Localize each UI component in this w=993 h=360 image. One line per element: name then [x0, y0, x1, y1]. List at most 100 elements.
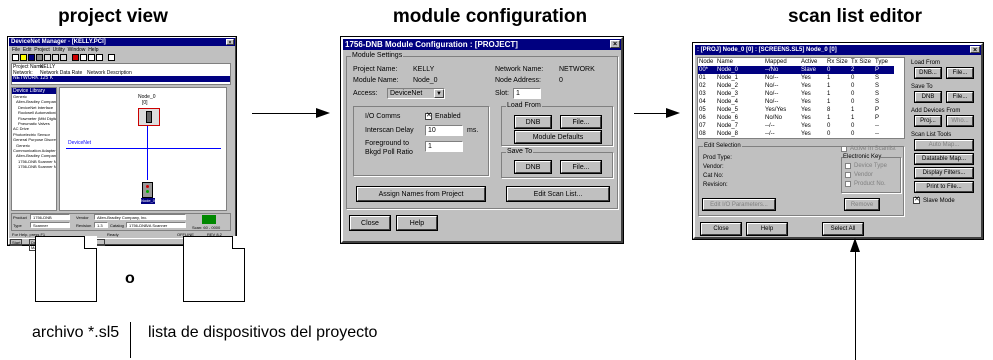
- col-node[interactable]: Node: [699, 59, 714, 65]
- table-cell: 1: [827, 91, 831, 97]
- tree-item[interactable]: General Purpose Discrete: [13, 137, 57, 143]
- scan-list-table[interactable]: Node Name Mapped Active Rx Size Tx Size …: [697, 57, 905, 139]
- tree-item[interactable]: AC Drive: [13, 126, 30, 132]
- table-row[interactable]: 22Node_22No/YesYes3232CDS: [698, 138, 894, 139]
- copy-icon[interactable]: [52, 54, 59, 61]
- col-tx-size[interactable]: Tx Size: [851, 59, 872, 65]
- device-list-label: lista de dispositivos del proyecto: [148, 324, 378, 341]
- tree-item[interactable]: Pneumatic Valves: [18, 121, 50, 127]
- close-button[interactable]: Close: [349, 215, 391, 231]
- menu-utility[interactable]: Utility: [52, 47, 65, 53]
- proj-button[interactable]: Proj...: [914, 115, 942, 127]
- save-icon[interactable]: [28, 54, 35, 61]
- menu-window[interactable]: Window: [67, 47, 86, 53]
- save-file-button[interactable]: File...: [560, 160, 602, 174]
- zoom-icon[interactable]: [96, 54, 103, 61]
- save-file-button[interactable]: File...: [946, 91, 974, 103]
- table-cell: 08: [699, 131, 706, 137]
- load-file-button[interactable]: File...: [946, 67, 974, 79]
- tree-item[interactable]: Flowmeter (Mfd Digital): [18, 115, 57, 121]
- enabled-checkbox[interactable]: ✕: [425, 112, 432, 120]
- col-name[interactable]: Name: [717, 59, 734, 65]
- chevron-down-icon[interactable]: ▼: [434, 89, 444, 98]
- edit-io-button[interactable]: Edit I/O Parameters...: [702, 198, 776, 211]
- slave-mode-checkbox[interactable]: ✕: [913, 196, 920, 204]
- save-dnb-button[interactable]: DNB: [514, 160, 552, 174]
- scanner-node-icon[interactable]: [138, 108, 160, 126]
- tree-item[interactable]: Allen-Bradley Company: [16, 153, 57, 159]
- select-all-button[interactable]: Select All: [822, 222, 864, 236]
- device-type-checkbox[interactable]: [845, 163, 851, 169]
- help-icon[interactable]: [108, 54, 115, 61]
- product-no-checkbox[interactable]: [845, 181, 851, 187]
- tree-item[interactable]: 1756-DNB Scanner N: [18, 158, 57, 164]
- menu-edit[interactable]: Edit: [22, 47, 32, 53]
- close-button[interactable]: Close: [700, 222, 742, 236]
- tree-item[interactable]: Photoelectric Sensor: [13, 131, 50, 137]
- new-icon[interactable]: [12, 54, 19, 61]
- info-vendor-label: Vendor: [76, 215, 89, 220]
- tree-item[interactable]: Generic: [16, 142, 31, 148]
- col-mapped[interactable]: Mapped: [765, 59, 787, 65]
- save-dnb-button[interactable]: DNB: [914, 91, 942, 103]
- close-icon[interactable]: ×: [970, 46, 980, 54]
- network-name[interactable]: NETWORK: [13, 75, 39, 81]
- col-active[interactable]: Active: [801, 59, 818, 65]
- col-type[interactable]: Type: [875, 59, 889, 65]
- network-bus-line: [66, 148, 221, 149]
- close-icon[interactable]: ×: [226, 39, 234, 46]
- datatable-map-button[interactable]: Datatable Map...: [914, 153, 974, 165]
- cut-icon[interactable]: [44, 54, 51, 61]
- print-file-button[interactable]: Print to File...: [914, 181, 974, 193]
- menu-help[interactable]: Help: [88, 47, 99, 53]
- menu-file[interactable]: File: [12, 47, 21, 53]
- tree-item[interactable]: Generic: [13, 94, 28, 99]
- view-icon[interactable]: [88, 54, 95, 61]
- tree-item[interactable]: Rockwell Automation/: [18, 110, 57, 116]
- vendor-checkbox[interactable]: [845, 172, 851, 178]
- foreground-field[interactable]: 1: [425, 141, 463, 152]
- network-icon[interactable]: [72, 54, 79, 61]
- tree-item[interactable]: Allen-Bradley Company: [16, 99, 57, 105]
- display-filters-button[interactable]: Display Filters...: [914, 167, 974, 179]
- paste-icon[interactable]: [60, 54, 67, 61]
- interscan-field[interactable]: 10: [425, 125, 463, 136]
- tree-item[interactable]: 1756-DNB Scanner N: [18, 164, 57, 170]
- device-node-icon[interactable]: [142, 182, 153, 198]
- who-button[interactable]: Who...: [946, 115, 974, 127]
- grid-icon[interactable]: [80, 54, 87, 61]
- remove-button[interactable]: Remove: [844, 198, 880, 211]
- load-dnb-button[interactable]: DNB: [514, 115, 552, 129]
- start-button[interactable]: Start: [10, 239, 23, 246]
- load-file-button[interactable]: File...: [560, 115, 602, 129]
- assign-names-button[interactable]: Assign Names from Project: [356, 186, 486, 202]
- print-icon[interactable]: [36, 54, 43, 61]
- col-rx-size[interactable]: Rx Size: [827, 59, 848, 65]
- edit-scan-list-button[interactable]: Edit Scan List...: [506, 186, 610, 202]
- menu-project[interactable]: Project: [34, 47, 50, 53]
- open-icon[interactable]: [20, 54, 27, 61]
- load-dnb-button[interactable]: DNB...: [914, 67, 942, 79]
- help-button[interactable]: Help: [746, 222, 788, 236]
- active-in-scanlist-checkbox[interactable]: [841, 146, 847, 152]
- help-button[interactable]: Help: [396, 215, 438, 231]
- network-canvas[interactable]: Node_0 [0] DeviceNet Node_0: [59, 87, 227, 211]
- slot-field[interactable]: 1: [513, 88, 541, 99]
- module-defaults-button[interactable]: Module Defaults: [514, 130, 602, 144]
- table-cell: Node_6: [717, 115, 739, 121]
- tree-item[interactable]: DeviceNet Interface: [18, 104, 54, 110]
- close-icon[interactable]: ×: [610, 40, 620, 48]
- access-select[interactable]: DeviceNet ▼: [387, 88, 445, 99]
- auto-map-button[interactable]: Auto Map...: [914, 139, 974, 151]
- file-label: archivo *.sl5: [32, 324, 120, 341]
- tree-item[interactable]: Communication Adapter: [13, 148, 56, 154]
